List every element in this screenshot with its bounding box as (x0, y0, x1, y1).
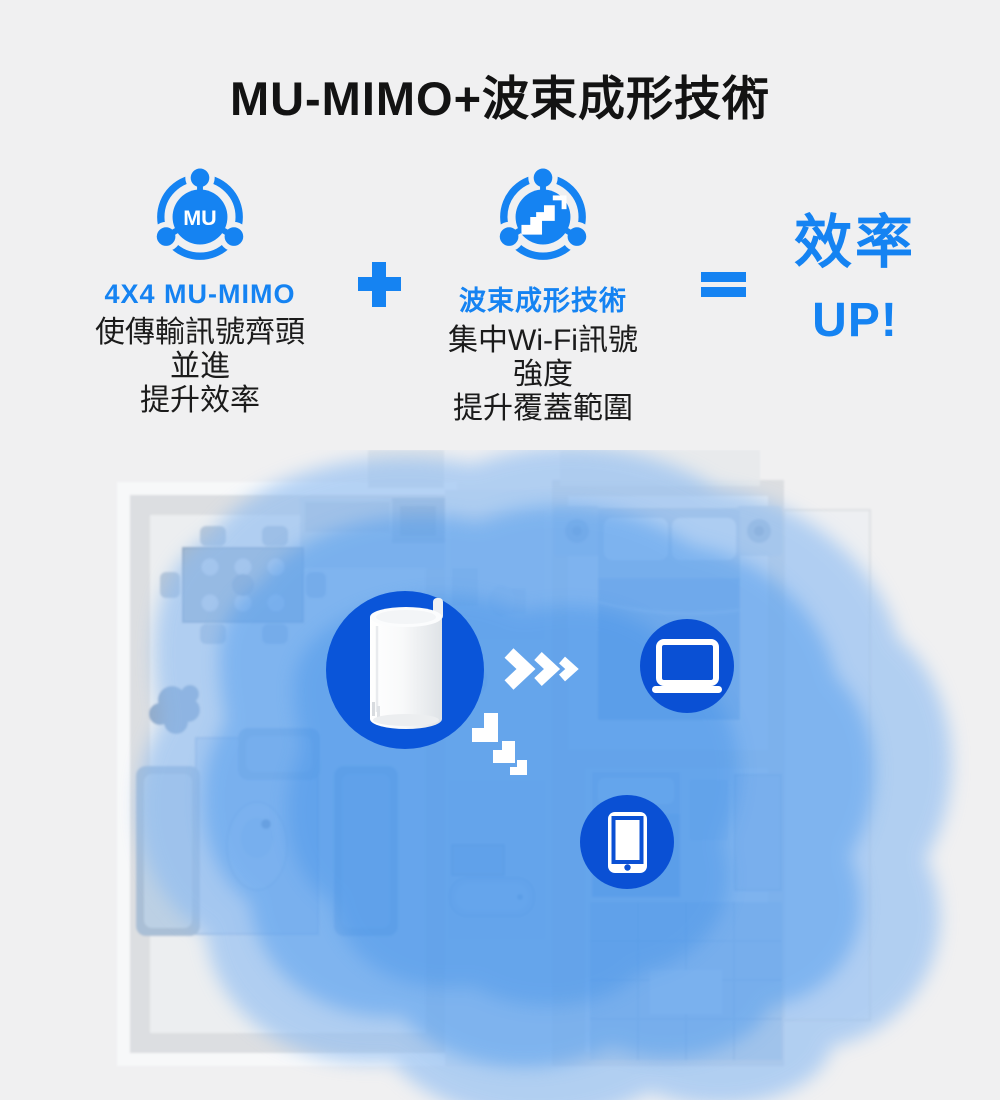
page-title: MU-MIMO+波束成形技術 (229, 72, 771, 125)
desc-line: 提升覆蓋範圍 (453, 392, 633, 425)
laptop-icon (640, 619, 734, 713)
smartphone-icon (580, 795, 674, 889)
mu-mimo-icon: MU (151, 168, 249, 260)
coverage-illustration (117, 450, 952, 1100)
desc-line: 提升效率 (140, 384, 260, 417)
feature-label-beamforming: 波束成形技術 (459, 286, 627, 316)
plus-icon (358, 262, 401, 307)
result-text: 效率 UP! (735, 212, 975, 346)
signal-steps-icon (472, 713, 527, 775)
feature-label-mu-mimo: 4X4 MU-MIMO (104, 279, 296, 309)
beamforming-icon (494, 168, 592, 260)
desc-line: 集中Wi-Fi訊號 (448, 324, 638, 357)
equals-icon (701, 272, 746, 297)
feature-desc-beamforming: 集中Wi-Fi訊號 強度 提升覆蓋範圍 (448, 324, 638, 426)
feature-mu-mimo: MU 4X4 MU-MIMO 使傳輸訊號齊頭 並進 提升效率 (55, 168, 345, 418)
beam-steps-glyph (521, 195, 567, 235)
feature-desc-mu-mimo: 使傳輸訊號齊頭 並進 提升效率 (95, 316, 305, 418)
desc-line: 使傳輸訊號齊頭 (95, 316, 305, 349)
mu-icon-text: MU (183, 205, 217, 230)
result-line-2: UP! (812, 294, 898, 347)
router-device (326, 591, 484, 749)
desc-line: 強度 (513, 358, 573, 391)
triple-chevron-right-icon (504, 648, 579, 690)
feature-beamforming: 波束成形技術 集中Wi-Fi訊號 強度 提升覆蓋範圍 (398, 168, 688, 426)
result-line-1: 效率 (793, 210, 916, 275)
desc-line: 並進 (170, 350, 230, 383)
